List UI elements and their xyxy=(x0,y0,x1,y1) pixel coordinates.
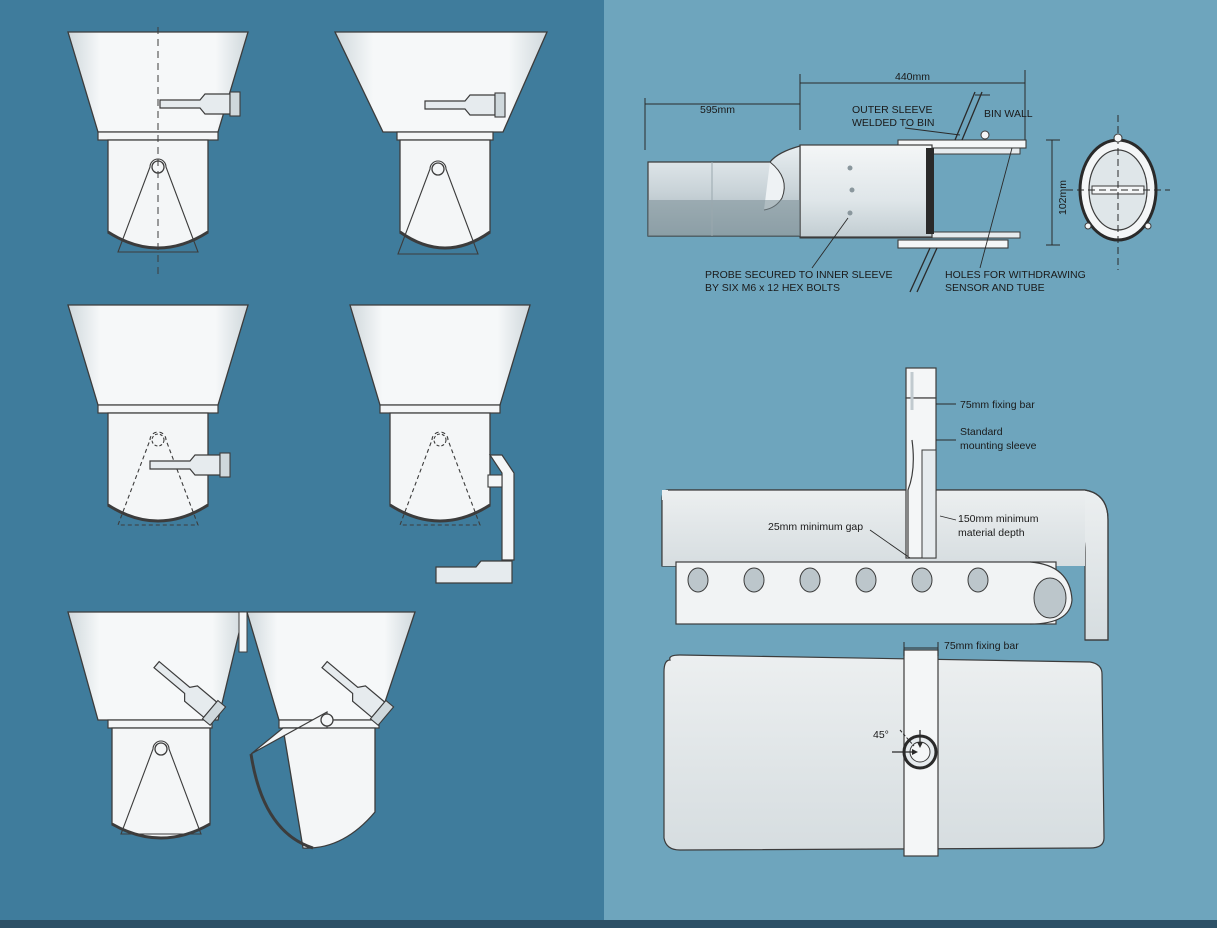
material-depth-label-1: 150mm minimum xyxy=(958,513,1039,525)
bin-wall-label: BIN WALL xyxy=(984,108,1033,120)
hopper-variant-4 xyxy=(348,303,532,584)
probe-end-view xyxy=(1066,115,1170,270)
holes-label-2: SENSOR AND TUBE xyxy=(945,282,1045,294)
fixing-bar-top-label: 75mm fixing bar xyxy=(960,399,1035,411)
conveyor-side-view: 75mm fixing bar Standard mounting sleeve… xyxy=(661,367,1109,641)
outer-sleeve-label-2: WELDED TO BIN xyxy=(852,117,934,129)
plan-trough xyxy=(663,654,1105,851)
outer-sleeve-label-1: OUTER SLEEVE xyxy=(852,104,933,116)
bottom-band xyxy=(0,920,1217,928)
hopper-variant-5-left xyxy=(67,611,245,840)
outer-sleeve-bottom xyxy=(897,239,1009,249)
probe-detail: 595mm 440mm OUTER SLEEVE WELDED TO BIN B… xyxy=(644,70,1170,294)
inner-sleeve xyxy=(799,144,933,238)
fixing-bar-bottom-label: 75mm fixing bar xyxy=(944,640,1019,652)
dim-sleeve-label: 440mm xyxy=(895,71,930,83)
conveyor-plan-view: 75mm fixing bar 45° xyxy=(663,640,1105,857)
hopper-variant-2 xyxy=(333,31,548,255)
hopper-variant-3 xyxy=(66,303,250,526)
material-depth-label-2: material depth xyxy=(958,527,1025,539)
min-gap-label: 25mm minimum gap xyxy=(768,521,863,533)
probe-secured-label-2: BY SIX M6 x 12 HEX BOLTS xyxy=(705,282,840,294)
holes-label-1: HOLES FOR WITHDRAWING xyxy=(945,269,1086,281)
hopper-variant-1 xyxy=(66,27,250,277)
hopper-variant-5-right xyxy=(238,611,416,850)
probe-secured-label-1: PROBE SECURED TO INNER SLEEVE xyxy=(705,269,893,281)
dim-diameter-label: 102mm xyxy=(1057,180,1069,215)
dim-total-label: 595mm xyxy=(700,104,735,116)
mounting-sleeve-label-1: Standard xyxy=(960,426,1003,438)
angle-label: 45° xyxy=(873,729,889,741)
mounting-sleeve-label-2: mounting sleeve xyxy=(960,440,1037,452)
